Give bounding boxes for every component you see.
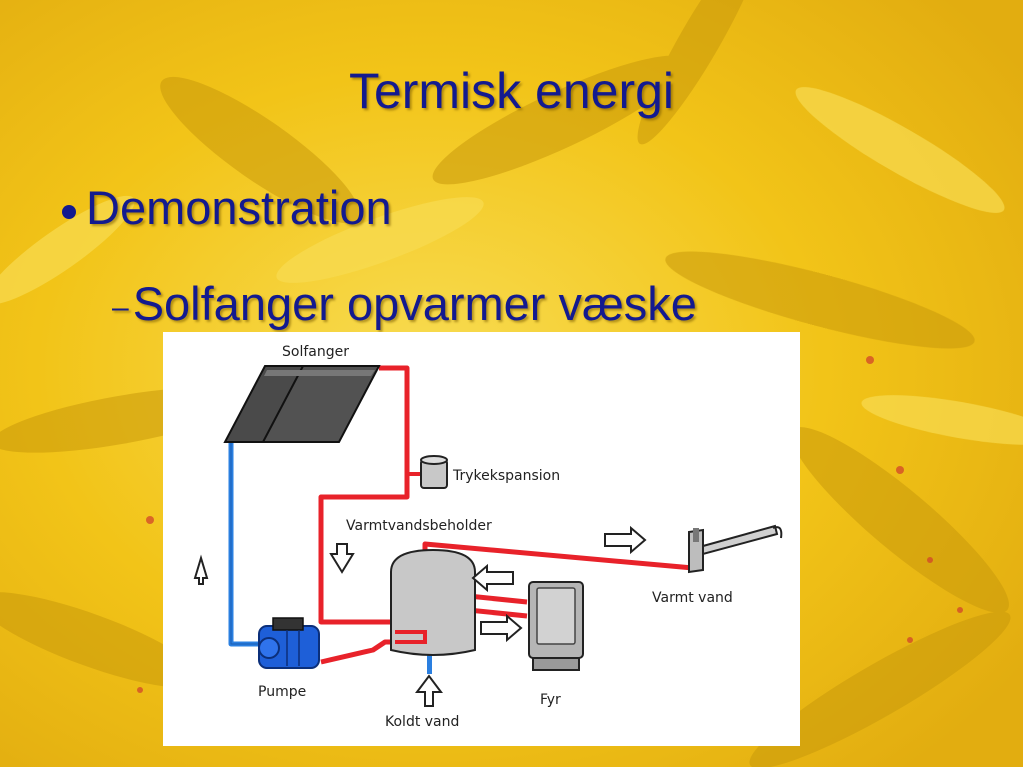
faucet-icon: [688, 524, 783, 574]
pressure-expansion-vessel: [407, 455, 448, 489]
bullet-level-2: –Solfanger opvarmer væske: [112, 276, 697, 331]
solar-heating-diagram: Solfanger Trykekspansion Varmtvandsbehol…: [163, 332, 800, 746]
petal-highlights: [0, 87, 1023, 445]
bullet-dash: –: [112, 290, 129, 324]
arrow-left-tank-icon: [471, 563, 514, 593]
label-fyr: Fyr: [540, 692, 561, 708]
hot-water-tank: [390, 548, 476, 656]
cold-pipe: [228, 437, 297, 647]
label-varmtvandsbeholder: Varmtvandsbeholder: [346, 518, 492, 534]
label-trykekspansion: Trykekspansion: [452, 468, 560, 484]
arrow-down-icon: [329, 543, 355, 574]
pump: [258, 617, 320, 669]
bullet-dot-icon: [62, 204, 76, 219]
bullet-level-1-text: Demonstration: [86, 181, 392, 234]
bullet-level-1: Demonstration: [62, 180, 392, 235]
label-koldt-vand: Koldt vand: [385, 714, 459, 730]
arrow-right-boiler-icon: [480, 613, 523, 643]
red-specks: [137, 356, 963, 693]
solar-collector: [223, 365, 381, 443]
bullet-level-2-text: Solfanger opvarmer væske: [132, 277, 697, 330]
arrow-up-left-icon: [193, 554, 209, 585]
label-varmt-vand: Varmt vand: [652, 590, 733, 606]
label-solfanger: Solfanger: [282, 344, 349, 360]
label-pumpe: Pumpe: [258, 684, 306, 700]
slide-title: Termisk energi: [348, 63, 675, 119]
boiler: [528, 581, 584, 671]
arrow-right-faucet-icon: [604, 525, 647, 555]
flow-arrows: [193, 525, 647, 707]
cold-water-inlet: [427, 654, 432, 674]
arrow-up-cold-icon: [415, 674, 443, 707]
